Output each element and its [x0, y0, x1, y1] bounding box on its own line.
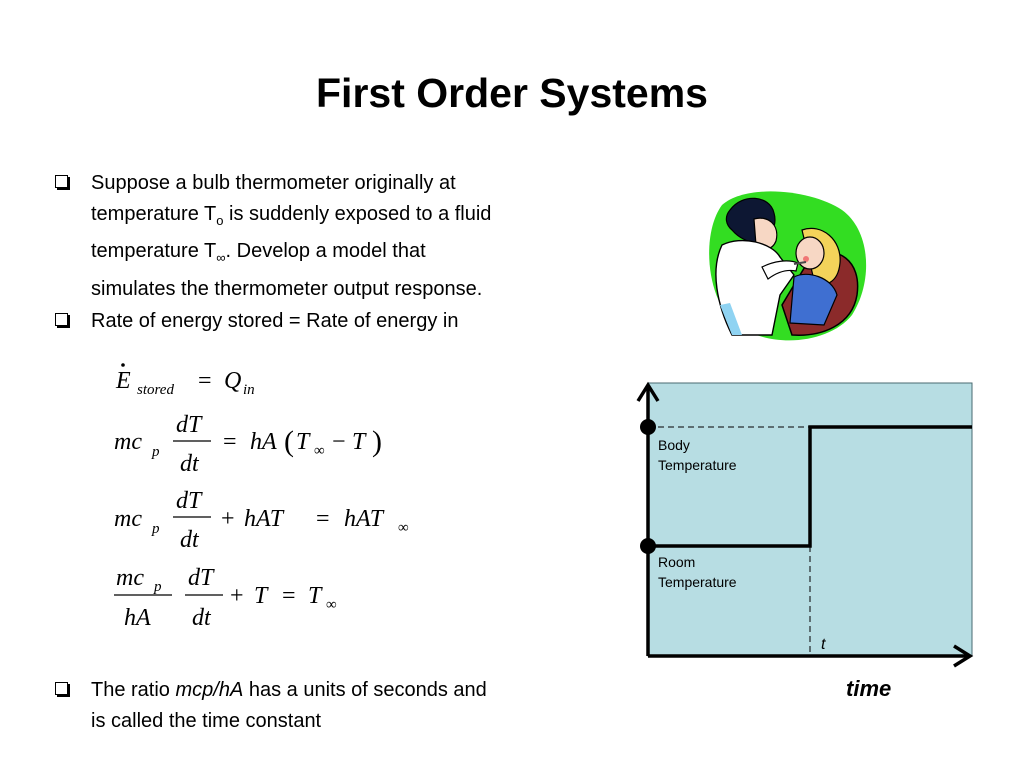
bullet-line: is called the time constant [91, 709, 322, 732]
svg-text:Q: Q [224, 368, 241, 394]
equation-1: E stored = Q in [115, 363, 255, 398]
svg-text:dT: dT [188, 565, 215, 591]
bullet-text: The ratio mcp/hA has a units of seconds … [91, 675, 487, 736]
svg-text:=: = [198, 368, 212, 394]
temperature-step-graph: Body Temperature Room Temperature t time [636, 381, 974, 701]
svg-text:hAT: hAT [344, 506, 385, 532]
text-span: temperature T [91, 240, 217, 262]
svg-text:dT: dT [176, 488, 203, 514]
svg-text:E: E [115, 368, 131, 394]
bullet-line: temperature T∞. Develop a model that [91, 236, 491, 274]
slide-title: First Order Systems [316, 70, 708, 116]
svg-text:=: = [223, 429, 237, 455]
svg-text:T: T [254, 583, 269, 609]
svg-text:+: + [230, 583, 244, 609]
equation-4: mc p hA dT dt + T = T ∞ [114, 565, 337, 631]
svg-text:mc: mc [114, 506, 142, 532]
subscript: o [216, 212, 224, 228]
svg-text:=: = [316, 506, 330, 532]
bullet-text: Suppose a bulb thermometer originally at… [91, 168, 491, 304]
bullet-text: Rate of energy stored = Rate of energy i… [91, 310, 459, 332]
svg-text:(: ( [284, 425, 294, 458]
subscript: ∞ [216, 250, 226, 265]
svg-text:dt: dt [192, 605, 212, 631]
svg-text:+: + [221, 506, 235, 532]
checkbox-bullet-icon [55, 175, 68, 188]
body-temp-marker [640, 419, 656, 435]
bullet-line: Suppose a bulb thermometer originally at [91, 172, 456, 194]
equations: E stored = Q in mc p dT dt = hA ( T ∞ − … [114, 363, 409, 631]
room-temp-label: Room [658, 554, 695, 570]
svg-text:p: p [151, 444, 160, 460]
svg-text:hA: hA [124, 605, 151, 631]
bullet-energy-balance: Rate of energy stored = Rate of energy i… [55, 306, 575, 338]
svg-text:): ) [372, 425, 382, 458]
svg-text:in: in [243, 382, 255, 398]
text-span: has a units of seconds and [243, 679, 487, 701]
svg-text:−: − [332, 429, 346, 455]
body-temp-label: Body [658, 437, 690, 453]
svg-text:=: = [282, 583, 296, 609]
svg-text:∞: ∞ [314, 443, 325, 459]
svg-text:mc: mc [116, 565, 144, 591]
checkbox-bullet-icon [55, 682, 68, 695]
svg-text:stored: stored [137, 382, 174, 398]
text-span: . Develop a model that [225, 240, 426, 262]
svg-text:T: T [296, 429, 311, 455]
svg-text:dt: dt [180, 451, 200, 477]
text-span: is suddenly exposed to a fluid [223, 202, 492, 225]
room-temp-marker [640, 538, 656, 554]
body-temp-label: Temperature [658, 457, 737, 473]
y-axis-arrow-icon [636, 381, 660, 402]
svg-text:p: p [151, 521, 160, 537]
checkbox-bullet-icon [55, 313, 68, 326]
svg-text:hAT: hAT [244, 506, 285, 532]
equation-3: mc p dT dt + hAT = hAT ∞ [114, 488, 409, 553]
equation-2: mc p dT dt = hA ( T ∞ − T ) [114, 412, 382, 477]
svg-text:∞: ∞ [398, 520, 409, 536]
nurse-taking-temperature-clipart [709, 191, 867, 341]
emphasized-text: mcp/hA [175, 679, 244, 701]
text-span: temperature T [91, 202, 217, 225]
bullet-thermometer-problem: Suppose a bulb thermometer originally at… [55, 168, 575, 300]
x-axis-arrow-icon [953, 644, 974, 668]
bullet-time-constant: The ratio mcp/hA has a units of seconds … [55, 675, 575, 739]
svg-text:p: p [153, 579, 162, 595]
step-response-line [648, 425, 972, 548]
svg-text:T: T [352, 429, 367, 455]
bullet-line: temperature To is suddenly exposed to a … [91, 199, 491, 237]
bullet-line: simulates the thermometer output respons… [91, 277, 483, 300]
svg-text:T: T [308, 583, 323, 609]
text-span: The ratio [91, 679, 176, 701]
svg-text:∞: ∞ [326, 597, 337, 613]
t-label: t [821, 636, 826, 653]
svg-text:mc: mc [114, 429, 142, 455]
svg-text:hA: hA [250, 429, 277, 455]
x-axis-label: time [846, 676, 891, 701]
room-temp-label: Temperature [658, 574, 737, 590]
bullet-line: The ratio mcp/hA has a units of seconds … [91, 675, 487, 706]
svg-text:dt: dt [180, 527, 200, 553]
svg-text:dT: dT [176, 412, 203, 438]
